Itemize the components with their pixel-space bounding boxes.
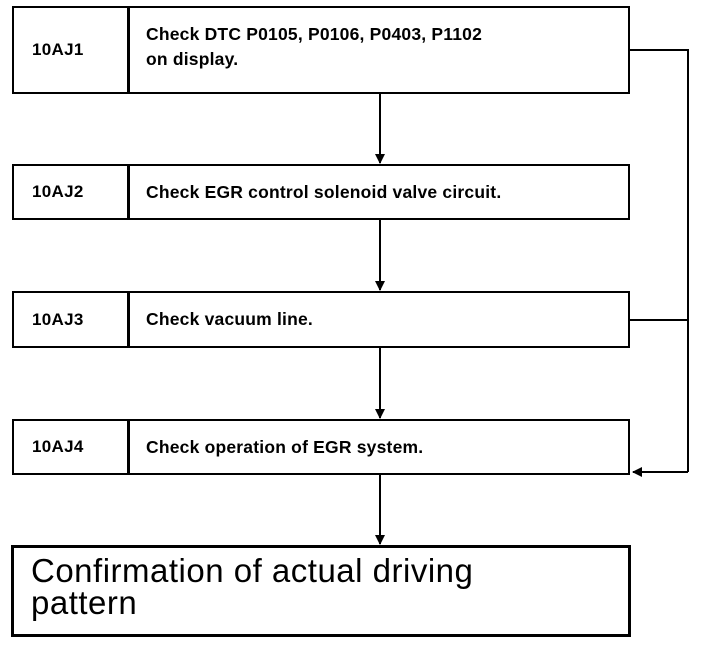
- step-code: 10AJ2: [14, 166, 130, 218]
- final-confirmation-box: Confirmation of actual driving pattern: [11, 545, 631, 637]
- step-description: Check vacuum line.: [146, 309, 313, 329]
- step-10aj4: 10AJ4 Check operation of EGR system.: [12, 419, 630, 475]
- step-description: Check operation of EGR system.: [146, 436, 424, 457]
- step-description-line1: Check DTC P0105, P0106, P0403, P1102: [146, 24, 483, 44]
- final-line1: Confirmation of actual driving: [31, 552, 474, 589]
- step-description: Check DTC P0105, P0106, P0403, P1102 on …: [130, 8, 628, 92]
- step-code: 10AJ4: [14, 421, 130, 473]
- step-description: Check EGR control solenoid valve circuit…: [146, 181, 502, 202]
- step-code: 10AJ3: [14, 293, 130, 346]
- step-description-line2: on display.: [146, 49, 239, 69]
- step-10aj3: 10AJ3 Check vacuum line.: [12, 291, 630, 348]
- step-10aj1: 10AJ1 Check DTC P0105, P0106, P0403, P11…: [12, 6, 630, 94]
- step-code: 10AJ1: [14, 8, 130, 92]
- final-line2: pattern: [31, 584, 138, 621]
- step-10aj2: 10AJ2 Check EGR control solenoid valve c…: [12, 164, 630, 220]
- bypass-line: [630, 49, 689, 472]
